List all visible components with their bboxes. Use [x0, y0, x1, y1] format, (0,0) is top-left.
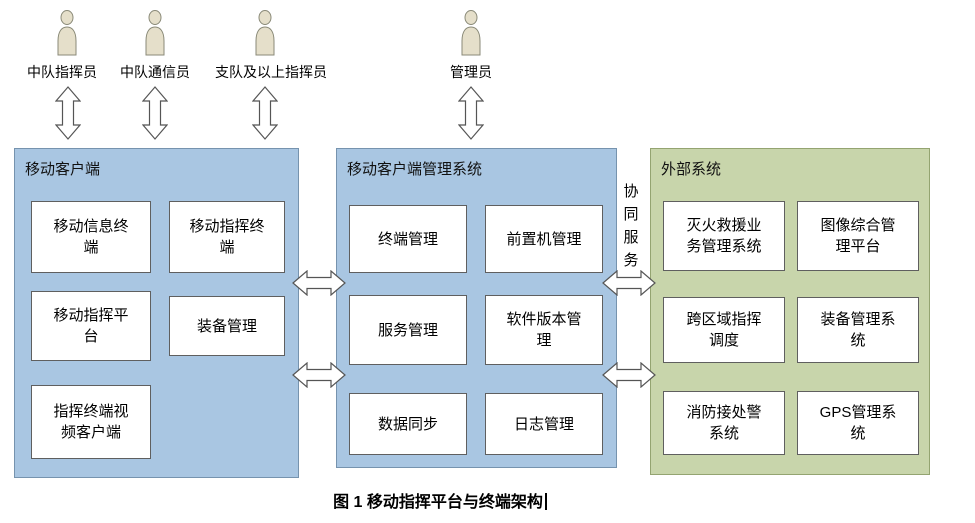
module-box: 终端管理	[349, 205, 467, 273]
module-box: 移动指挥平台	[31, 291, 151, 361]
panel-external-systems: 外部系统 灭火救援业务管理系统 图像综合管理平台 跨区域指挥调度 装备管理系统 …	[650, 148, 930, 475]
module-box: 装备管理	[169, 296, 285, 356]
module-box: 软件版本管理	[485, 295, 603, 365]
figure-caption-text: 图 1 移动指挥平台与终端架构	[333, 494, 543, 511]
double-arrow-horizontal-icon	[602, 269, 656, 297]
module-box: 数据同步	[349, 393, 467, 455]
module-box: 移动指挥终端	[169, 201, 285, 273]
panel-client-management: 移动客户端管理系统 终端管理 前置机管理 服务管理 软件版本管理 数据同步 日志…	[336, 148, 617, 468]
panel-mobile-client: 移动客户端 移动信息终端 移动指挥终端 移动指挥平台 装备管理 指挥终端视频客户…	[14, 148, 299, 478]
person-icon	[252, 10, 278, 56]
panel-title: 移动客户端	[25, 161, 101, 178]
module-box: 灭火救援业务管理系统	[663, 201, 785, 271]
module-box: 装备管理系统	[797, 297, 919, 363]
module-box: 指挥终端视频客户端	[31, 385, 151, 459]
module-box: 图像综合管理平台	[797, 201, 919, 271]
double-arrow-vertical-icon	[141, 86, 169, 140]
actor-label: 支队及以上指挥员	[215, 64, 327, 80]
person-icon	[458, 10, 484, 56]
double-arrow-vertical-icon	[251, 86, 279, 140]
actor-label: 中队指挥员	[27, 64, 97, 80]
module-box: 服务管理	[349, 295, 467, 365]
actor-label: 管理员	[450, 64, 492, 80]
module-box: 日志管理	[485, 393, 603, 455]
double-arrow-horizontal-icon	[602, 361, 656, 389]
double-arrow-vertical-icon	[54, 86, 82, 140]
double-arrow-horizontal-icon	[292, 361, 346, 389]
module-box: 移动信息终端	[31, 201, 151, 273]
module-box: 前置机管理	[485, 205, 603, 273]
text-cursor	[544, 493, 547, 510]
module-box: GPS管理系统	[797, 391, 919, 455]
person-icon	[54, 10, 80, 56]
double-arrow-vertical-icon	[457, 86, 485, 140]
panel-title: 移动客户端管理系统	[347, 161, 483, 178]
double-arrow-horizontal-icon	[292, 269, 346, 297]
module-box: 消防接处警系统	[663, 391, 785, 455]
figure-caption: 图 1 移动指挥平台与终端架构	[0, 488, 880, 512]
actor-label: 中队通信员	[120, 64, 190, 80]
collaboration-service-label: 协同服务	[623, 183, 639, 269]
panel-title: 外部系统	[661, 161, 722, 178]
person-icon	[142, 10, 168, 56]
module-box: 跨区域指挥调度	[663, 297, 785, 363]
